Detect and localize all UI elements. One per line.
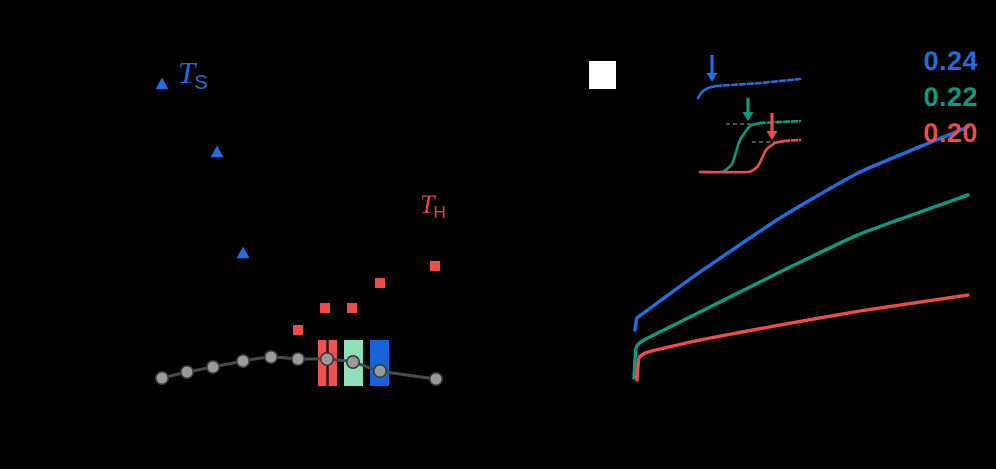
lattice-parameter-point (290, 351, 305, 366)
legend-item-2[interactable]: 0.20 (923, 118, 978, 148)
inset-curve-dashed-inset-0.20 (782, 138, 802, 143)
ts-triangle-marker (210, 145, 224, 158)
lattice-parameter-point (263, 349, 278, 364)
bar-blue (370, 340, 389, 386)
inset-curve-solid-inset-0.22 (698, 121, 762, 174)
ts-label-sub: S (194, 70, 208, 94)
th-square-marker (293, 325, 303, 335)
lattice-parameter-point (319, 351, 334, 366)
inset-curve-solid-inset-0.20 (698, 139, 786, 174)
transport-plot-area (632, 55, 970, 382)
lattice-parameter-point (155, 370, 170, 385)
th-square-marker (320, 303, 330, 313)
lattice-parameter-path (160, 355, 438, 381)
ts-label-base: T (178, 55, 196, 90)
ts-axis-label: TS (178, 57, 208, 93)
lattice-parameter-markers (155, 349, 443, 386)
th-square-markers (293, 261, 440, 335)
inset-arrow-head (706, 73, 718, 82)
transition-inset-group (696, 55, 802, 174)
th-axis-label: TH (420, 192, 446, 221)
inset-curve-solid-inset-0.24 (696, 84, 718, 100)
lattice-parameter-point (236, 353, 251, 368)
inset-arrow-head (766, 131, 778, 140)
lattice-parameter-point (345, 354, 360, 369)
lattice-parameter-point (180, 364, 195, 379)
transport-curves-group (632, 125, 970, 382)
transport-curve-0.24 (633, 125, 970, 332)
phase-diagram-panel: TS TH (155, 57, 446, 386)
lattice-parameter-line (160, 355, 438, 381)
inset-curve-dashed-inset-0.24 (714, 77, 802, 88)
lattice-parameter-point (206, 359, 221, 374)
ts-triangle-marker (236, 246, 250, 259)
legend-item-1[interactable]: 0.22 (923, 82, 978, 112)
transport-curve-0.20 (635, 293, 970, 382)
phase-diagram-plot-area (155, 77, 443, 386)
transport-curves-panel (550, 0, 996, 469)
lattice-parameter-point (428, 371, 443, 386)
ts-triangle-marker (155, 77, 169, 90)
inset-curve-dashed-inset-0.22 (758, 119, 802, 125)
lattice-parameter-point (372, 363, 387, 378)
panel-label-box (589, 61, 616, 89)
transport-curve-0.22 (632, 193, 970, 380)
th-square-marker (347, 303, 357, 313)
inset-arrow-head (742, 112, 754, 121)
th-label-base: T (420, 190, 435, 219)
th-square-marker (430, 261, 440, 271)
ts-triangle-markers (155, 77, 250, 259)
th-label-sub: H (433, 201, 446, 222)
legend-item-0[interactable]: 0.24 (923, 46, 978, 76)
th-square-marker (375, 278, 385, 288)
